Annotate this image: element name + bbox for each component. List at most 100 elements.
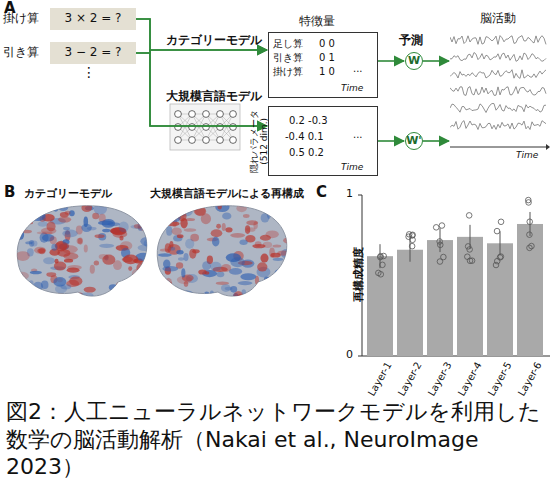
row-name: 引き算 bbox=[273, 52, 303, 64]
figure-caption: 図2：人工ニューラルネットワークモデルを利用した数学の脳活動解析（Nakai e… bbox=[6, 398, 551, 480]
activation-spot bbox=[164, 289, 179, 294]
activation-spot bbox=[281, 210, 291, 220]
bar bbox=[427, 240, 453, 356]
connector-arrow bbox=[378, 140, 404, 142]
data-point bbox=[497, 255, 503, 261]
activation-spot bbox=[62, 229, 77, 237]
activation-spot bbox=[53, 293, 66, 297]
ellipsis: ... bbox=[353, 63, 363, 75]
activation-spot bbox=[130, 225, 144, 229]
axis-label: Time bbox=[516, 150, 538, 160]
cell-value: 0.5 0.2 bbox=[289, 147, 324, 159]
category-label: Layer-2 bbox=[395, 360, 424, 398]
network-unit bbox=[189, 137, 196, 144]
activation-spot bbox=[157, 215, 163, 225]
activation-spot bbox=[141, 209, 153, 219]
trace bbox=[450, 104, 546, 113]
activation-spot bbox=[167, 205, 180, 216]
data-point bbox=[377, 254, 383, 260]
tick bbox=[358, 356, 362, 357]
activation-spot bbox=[222, 212, 231, 219]
data-point bbox=[493, 262, 499, 268]
activation-spot bbox=[289, 279, 297, 283]
trace bbox=[450, 53, 546, 62]
activation-spot bbox=[178, 257, 184, 260]
activation-spot bbox=[165, 278, 172, 289]
activation-spot bbox=[278, 294, 290, 299]
activation-spot bbox=[172, 228, 182, 236]
axis-label: Time bbox=[341, 83, 363, 93]
activation-spot bbox=[260, 254, 268, 263]
activation-spot bbox=[251, 288, 265, 295]
activation-spot bbox=[136, 263, 146, 273]
activation-spot bbox=[162, 266, 178, 271]
activation-spot bbox=[161, 285, 166, 293]
activation-spot bbox=[58, 204, 68, 211]
activation-spot bbox=[156, 217, 169, 226]
activation-spot bbox=[156, 280, 168, 288]
row-name: 足し算 bbox=[273, 38, 303, 50]
activation-spot bbox=[134, 224, 142, 229]
activation-spot bbox=[94, 261, 99, 266]
activation-spot bbox=[180, 291, 193, 297]
activation-spot bbox=[119, 236, 123, 241]
activation-spot bbox=[176, 250, 183, 255]
activation-spot bbox=[168, 213, 180, 223]
activation-spot bbox=[291, 254, 295, 258]
data-point bbox=[467, 247, 473, 253]
network-unit bbox=[217, 124, 224, 131]
edge-label: カテゴリーモデル bbox=[166, 34, 262, 48]
activation-spot bbox=[158, 253, 172, 256]
activation-spot bbox=[274, 284, 281, 288]
activation-spot bbox=[69, 276, 82, 285]
activation-spot bbox=[215, 202, 229, 212]
time-arrow bbox=[546, 144, 550, 150]
network-unit bbox=[175, 137, 182, 144]
activation-spot bbox=[15, 272, 29, 280]
error-bar bbox=[500, 231, 501, 255]
activation-spot bbox=[255, 290, 267, 293]
cell-value: 0.2 -0.3 bbox=[289, 115, 328, 127]
activation-spot bbox=[81, 224, 92, 232]
activation-spot bbox=[264, 276, 270, 280]
activation-spot bbox=[60, 284, 71, 289]
activation-spot bbox=[51, 244, 57, 251]
data-point bbox=[378, 253, 384, 259]
rotated-heading: 隠れパラメータ (512 dim.) bbox=[249, 104, 270, 178]
activation-spot bbox=[273, 258, 284, 261]
activation-spot bbox=[113, 288, 121, 295]
activation-spot bbox=[12, 280, 28, 290]
activation-spot bbox=[198, 270, 206, 275]
tick-label: 0 bbox=[346, 349, 353, 362]
data-point bbox=[437, 259, 443, 265]
activation-spot bbox=[139, 203, 147, 211]
network-unit bbox=[175, 111, 182, 118]
data-point bbox=[526, 200, 532, 206]
activation-spot bbox=[67, 265, 81, 270]
axis-label: Time bbox=[341, 162, 363, 172]
activation-spot bbox=[204, 291, 209, 294]
brain-map bbox=[154, 202, 297, 305]
activation-spot bbox=[84, 245, 88, 253]
activation-spot bbox=[288, 240, 294, 246]
connector-arrow bbox=[136, 19, 267, 50]
activation-spot bbox=[25, 293, 36, 301]
activation-spot bbox=[98, 220, 114, 225]
time-axis bbox=[450, 147, 546, 148]
activation-spot bbox=[182, 203, 194, 208]
activation-spot bbox=[210, 262, 221, 272]
data-point bbox=[465, 254, 471, 260]
network-unit bbox=[203, 111, 210, 118]
ellipsis: ... bbox=[353, 129, 363, 141]
problem-text: 3 × 2 = ? bbox=[64, 12, 121, 26]
activation-spot bbox=[165, 203, 172, 213]
activation-spot bbox=[166, 226, 172, 236]
problem-text: 3 − 2 = ? bbox=[64, 46, 121, 60]
category-label: Layer-3 bbox=[425, 360, 454, 398]
bar-chart bbox=[367, 197, 543, 356]
activation-spot bbox=[60, 212, 69, 217]
activation-spot bbox=[77, 238, 83, 244]
activation-spot bbox=[275, 269, 284, 277]
activation-spot bbox=[166, 221, 179, 226]
activation-spot bbox=[262, 285, 269, 291]
